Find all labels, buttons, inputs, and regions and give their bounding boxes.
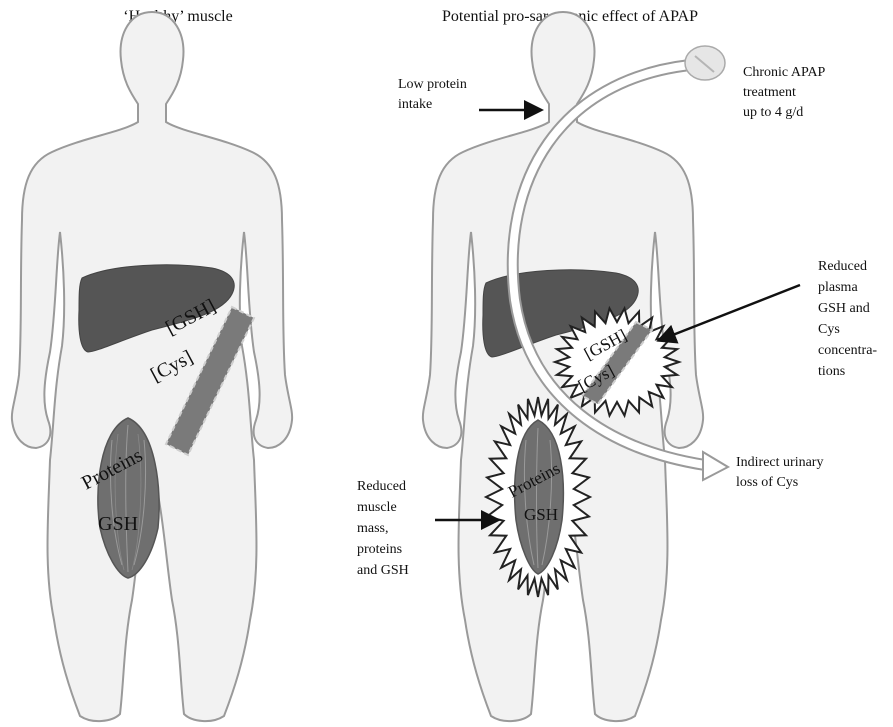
annotation-line: treatment — [743, 85, 796, 100]
annotation-line: tions — [818, 364, 845, 379]
annotation-line: Chronic APAP — [743, 65, 826, 80]
annotation-line: GSH and — [818, 301, 870, 316]
arrowhead-icon — [703, 452, 728, 480]
annotation-line: loss of Cys — [736, 475, 798, 490]
urinary-loss-annotation: Indirect urinary loss of Cys — [736, 455, 823, 490]
annotation-line: concentra- — [818, 343, 877, 358]
annotation-line: Cys — [818, 322, 840, 337]
annotation-line: Reduced — [818, 259, 867, 274]
annotation-line: plasma — [818, 280, 858, 295]
annotation-line: proteins — [357, 542, 402, 557]
annotation-line: muscle — [357, 500, 397, 515]
pill-icon — [685, 46, 725, 80]
annotation-line: and GSH — [357, 563, 409, 578]
left-panel: ‘Healthy’ muscle [GSH] [Cys] Proteins GS… — [12, 8, 292, 721]
right-panel: Potential pro-sarcopenic effect of APAP … — [357, 8, 877, 721]
annotation-line: Indirect urinary — [736, 455, 823, 470]
muscle-gsh-label: GSH — [524, 505, 558, 524]
reduced-muscle-annotation: Reduced muscle mass, proteins and GSH — [357, 479, 409, 578]
apap-treatment-annotation: Chronic APAP treatment up to 4 g/d — [743, 65, 826, 120]
annotation-line: mass, — [357, 521, 389, 536]
annotation-line: intake — [398, 97, 432, 112]
muscle-gsh-label: GSH — [98, 513, 138, 535]
reduced-plasma-annotation: Reduced plasma GSH and Cys concentra- ti… — [818, 259, 877, 379]
annotation-line: up to 4 g/d — [743, 105, 803, 120]
low-protein-annotation: Low protein intake — [398, 77, 467, 112]
annotation-line: Low protein — [398, 77, 467, 92]
annotation-line: Reduced — [357, 479, 406, 494]
